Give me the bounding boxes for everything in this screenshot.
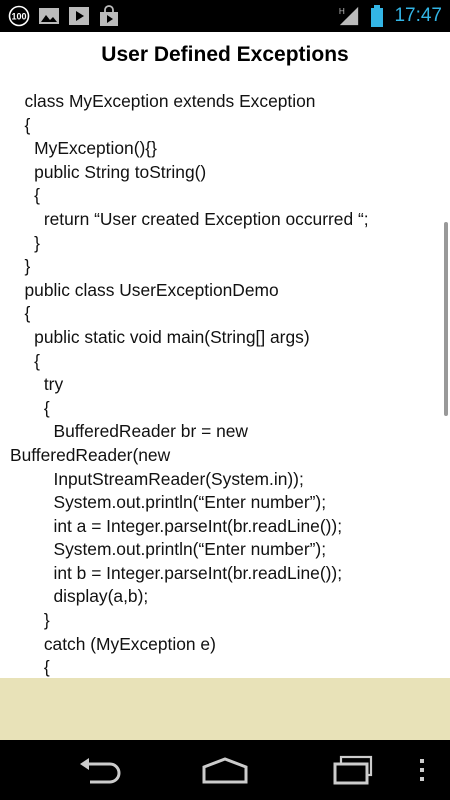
code-line: public static void main(String[] args) [10, 326, 310, 347]
notification-icons: 100 [8, 5, 120, 27]
svg-text:100: 100 [11, 12, 26, 22]
navigation-bar [0, 740, 450, 800]
back-button[interactable] [72, 750, 128, 790]
code-line: return “User created Exception occurred … [10, 208, 369, 229]
code-line: int b = Integer.parseInt(br.readLine()); [10, 562, 343, 583]
code-line: } [10, 256, 31, 277]
code-line: public class UserExceptionDemo [10, 279, 279, 300]
recent-apps-icon [333, 755, 373, 785]
video-play-icon [68, 5, 90, 27]
code-line: class MyException extends Exception [10, 91, 316, 111]
badge-100-icon: 100 [8, 5, 30, 27]
code-line: public String toString() [10, 161, 207, 182]
code-line: BufferedReader br = new [10, 421, 248, 442]
code-line: MyException(){} [10, 138, 157, 159]
menu-icon [420, 759, 424, 781]
signal-icon: H [338, 5, 360, 27]
scrollbar[interactable] [444, 222, 448, 416]
code-line: BufferedReader(new [10, 444, 171, 465]
code-block: class MyException extends Exception { My… [10, 90, 440, 678]
code-line: { [10, 657, 50, 678]
recent-apps-button[interactable] [324, 750, 380, 790]
code-line: System.out.println(“Enter number”); [10, 539, 327, 560]
battery-icon [366, 5, 388, 27]
status-clock: 17:47 [394, 5, 442, 26]
code-line: { [10, 397, 50, 418]
menu-button[interactable] [402, 750, 442, 790]
home-icon [202, 757, 248, 784]
code-line: { [10, 185, 40, 206]
code-line: int a = Integer.parseInt(br.readLine()); [10, 515, 343, 536]
code-line: { [10, 303, 31, 324]
code-line: catch (MyException e) [10, 633, 216, 654]
home-button[interactable] [197, 750, 253, 790]
svg-text:H: H [339, 7, 345, 16]
content-area[interactable]: User Defined Exceptions class MyExceptio… [0, 32, 450, 678]
system-indicators: H 17:47 [338, 3, 442, 29]
status-bar: 100 H 17:47 [0, 0, 450, 32]
code-line: { [10, 114, 31, 135]
code-line: } [10, 610, 50, 631]
code-line: } [10, 232, 40, 253]
image-icon [38, 5, 60, 27]
code-line: System.out.println(“Enter number”); [10, 492, 327, 513]
back-icon [80, 758, 121, 784]
code-line: InputStreamReader(System.in)); [10, 468, 304, 489]
code-line: try [10, 374, 64, 395]
store-bag-icon [98, 5, 120, 27]
page-title: User Defined Exceptions [101, 43, 349, 66]
code-line: display(a,b); [10, 586, 149, 607]
code-line: { [10, 350, 40, 371]
ad-banner[interactable] [0, 678, 450, 740]
